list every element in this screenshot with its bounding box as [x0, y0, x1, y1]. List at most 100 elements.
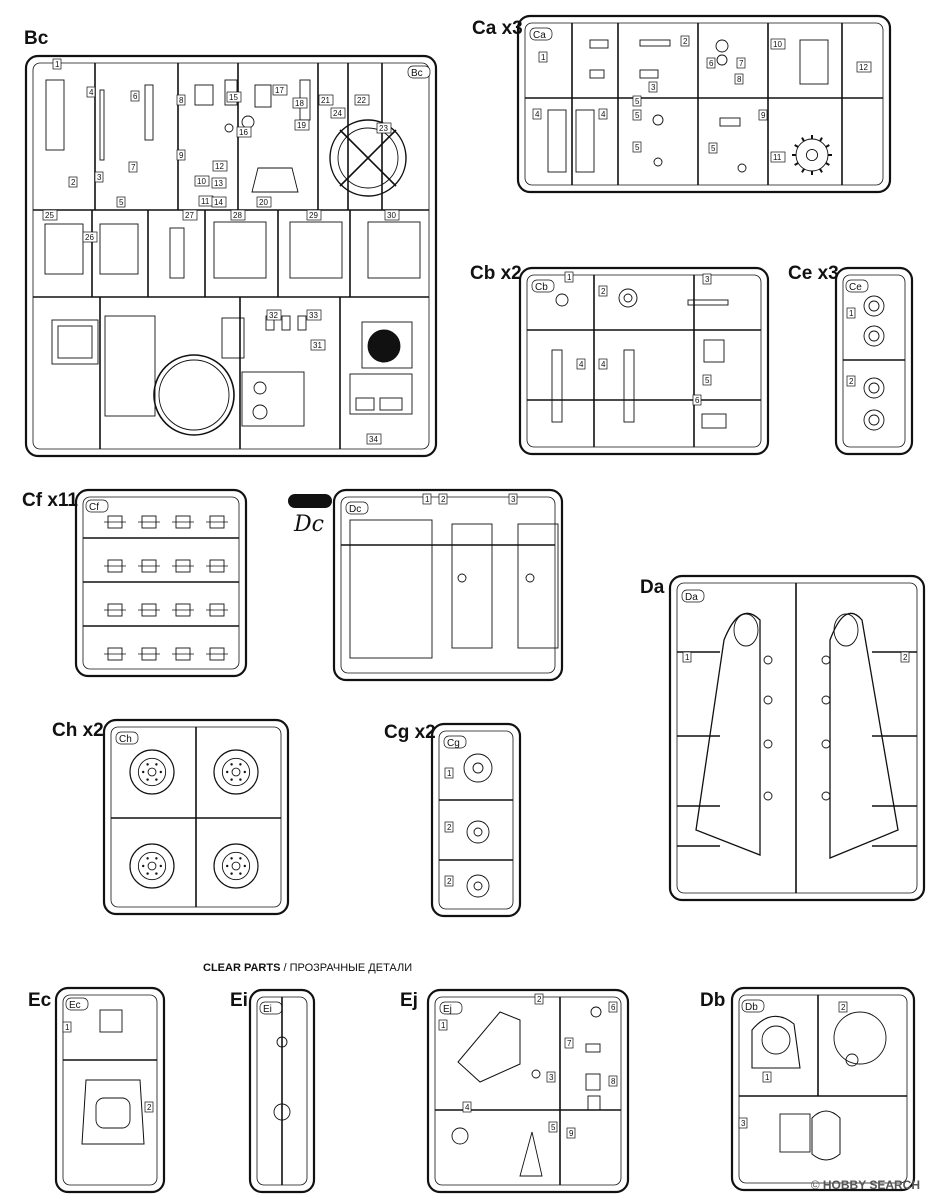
- plate-part: [451, 523, 493, 649]
- part-number-ej-1: 1: [441, 1021, 446, 1030]
- long-part: [45, 79, 65, 151]
- part-number-cb-2-box: [598, 285, 608, 297]
- part-number-bc-6-box: [130, 90, 140, 102]
- part-number-bc-28: 28: [233, 211, 242, 220]
- part-number-ca-2: 2: [683, 37, 688, 46]
- idler-part: [863, 409, 885, 431]
- sprue-cf-tag-box: [85, 499, 109, 513]
- part-round: [821, 695, 831, 705]
- sprue-dc-outer-frame: [332, 488, 564, 682]
- part-number-da-2: 2: [903, 653, 908, 662]
- part-number-bc-2-box: [68, 176, 78, 188]
- part-number-db-2: 2: [841, 1003, 846, 1012]
- part-number-ej-3-box: [546, 1071, 556, 1083]
- part-number-db-3-box: [738, 1117, 748, 1129]
- part-number-bc-20-box: [256, 196, 272, 208]
- part-round: [457, 573, 467, 583]
- part-number-cg-1: 1: [447, 769, 452, 778]
- small-part: [719, 117, 741, 127]
- box-part: [51, 319, 99, 365]
- part-number-bc-19-box: [294, 119, 310, 131]
- part-number-bc-17: 17: [275, 86, 284, 95]
- sprue-db-inner-frame: [738, 994, 908, 1184]
- sprue-cb-tag: Cb: [535, 282, 548, 293]
- idler-part: [863, 295, 885, 317]
- part-number-ca-4: 4: [601, 110, 606, 119]
- sprue-ch-tag: Ch: [119, 734, 132, 745]
- part-number-dc-2: 2: [441, 495, 446, 504]
- part-number-ca-11: 11: [773, 153, 782, 162]
- small-part: [281, 315, 291, 331]
- small-part: [221, 317, 245, 359]
- part-round: [241, 115, 255, 129]
- part-number-bc-20: 20: [259, 198, 268, 207]
- part-number-da-1: 1: [685, 653, 690, 662]
- small-part: [639, 69, 659, 79]
- sprue-ca-outer-frame: [516, 14, 892, 194]
- sprue-ej-tag-box: [439, 1001, 463, 1015]
- sprue-ca-tag-box: [529, 27, 553, 41]
- sprue-ej-outer-frame: [426, 988, 630, 1194]
- part-number-bc-18-box: [292, 97, 308, 109]
- part-number-ca-7-box: [736, 57, 746, 69]
- part-number-cg-3: 2: [447, 877, 452, 886]
- hatch-ring-part: [329, 119, 407, 197]
- wheel-bolt: [159, 864, 162, 868]
- part-number-bc-18: 18: [295, 99, 304, 108]
- wheel-bolt: [155, 778, 158, 781]
- part-number-cb-6-box: [692, 394, 702, 406]
- sprue-ca-inner-frame: [524, 22, 884, 186]
- part-number-bc-8-box: [176, 94, 186, 106]
- part-round: [623, 293, 633, 303]
- part-number-bc-5: 5: [119, 198, 124, 207]
- sprue-ce-outer-frame: [834, 266, 914, 456]
- redacted-label-mark: [288, 494, 332, 508]
- part-number-ca-5: 5: [635, 111, 640, 120]
- part-number-ca-8: 8: [737, 75, 742, 84]
- part-number-bc-30: 30: [387, 211, 396, 220]
- part-number-cg-3-box: [444, 875, 454, 887]
- sprue-bc-tag-box: [407, 65, 431, 79]
- clear-parts-separator: /: [280, 962, 290, 974]
- part-number-ec-1-box: [62, 1021, 72, 1033]
- part-number-bc-13-box: [211, 177, 227, 189]
- wheel-hub: [231, 767, 241, 777]
- part-number-bc-3-box: [94, 171, 104, 183]
- part-number-bc-17-box: [272, 84, 288, 96]
- part-round: [716, 54, 728, 66]
- part-number-cb-2: 2: [601, 287, 606, 296]
- part-number-bc-28-box: [230, 209, 246, 221]
- part-round: [845, 1053, 859, 1067]
- gear-hub: [805, 148, 819, 162]
- part-number-ec-1: 1: [65, 1023, 70, 1032]
- part-number-da-1-box: [682, 651, 692, 663]
- part-number-bc-29-box: [306, 209, 322, 221]
- bar-part: [551, 349, 563, 423]
- strip-part: [169, 227, 185, 279]
- sprue-da-tag-box: [681, 589, 705, 603]
- sprue-ec-inner-frame: [62, 994, 158, 1186]
- wheel-part: [466, 820, 490, 844]
- part-number-bc-11: 11: [201, 197, 210, 206]
- wheel-hub: [231, 861, 241, 871]
- small-part: [297, 315, 307, 331]
- sprue-cf-tag: Cf: [89, 502, 99, 513]
- part-number-bc-24-box: [330, 107, 346, 119]
- plate-part: [517, 523, 559, 649]
- sprue-cg-tag: Cg: [447, 738, 460, 749]
- gear-tooth: [825, 144, 830, 148]
- sprue-label-db: Db: [700, 990, 726, 1011]
- sprue-label-cb: Cb x2: [470, 263, 522, 284]
- sprue-ec-outer-frame: [54, 986, 166, 1194]
- part-round: [821, 791, 831, 801]
- part-number-cb-6: 6: [695, 396, 700, 405]
- part-number-bc-16-box: [236, 126, 252, 138]
- part-number-bc-22: 22: [357, 96, 366, 105]
- part-number-ca-6: 6: [709, 59, 714, 68]
- sprue-ej-inner-frame: [434, 996, 622, 1186]
- rod-part: [144, 84, 154, 141]
- floor-plate-part: [349, 519, 433, 659]
